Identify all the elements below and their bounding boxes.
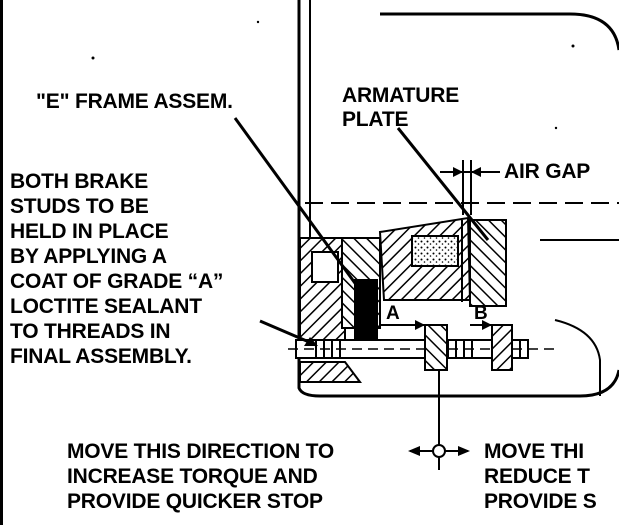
reduce-note-line: REDUCE T — [484, 465, 590, 488]
studs-note-line: LOCTITE SEALANT — [10, 295, 202, 318]
arrow-right — [458, 446, 470, 456]
e-frame-label: "E" FRAME ASSEM. — [36, 90, 233, 113]
reduce-note-line: MOVE THI — [484, 440, 584, 463]
armature-label-line2: PLATE — [342, 108, 409, 131]
increase-note-line: PROVIDE QUICKER STOP — [67, 490, 323, 513]
studs-note-line: COAT OF GRADE “A” — [10, 270, 224, 293]
armature-leader — [396, 127, 490, 241]
housing-outline — [297, 0, 619, 398]
increase-note-line: MOVE THIS DIRECTION TO — [67, 440, 335, 463]
nut-a — [424, 324, 448, 371]
point-a-label: A — [386, 303, 400, 324]
studs-note-line: BOTH BRAKE — [10, 170, 148, 193]
adjust-center — [432, 444, 446, 458]
reduce-note-line: PROVIDE S — [484, 490, 597, 513]
e-frame-lower — [299, 361, 362, 383]
studs-note-line: BY APPLYING A — [10, 245, 167, 268]
studs-note-line: FINAL ASSEMBLY. — [10, 345, 192, 368]
loctite-leader — [259, 319, 317, 347]
arrow-left — [408, 446, 420, 456]
nut-b — [491, 324, 513, 371]
studs-note-line: STUDS TO BE — [10, 195, 149, 218]
armature-plate — [469, 219, 507, 307]
armature-label-line1: ARMATURE — [342, 84, 459, 107]
e-frame-leader — [233, 117, 362, 291]
housing-bottom-curve — [554, 319, 601, 396]
studs-note-line: TO THREADS IN — [10, 320, 171, 343]
air-gap-label: AIR GAP — [504, 160, 591, 183]
e-frame-insert — [354, 279, 378, 339]
housing-top-curve — [380, 12, 619, 51]
point-b-label: B — [474, 303, 488, 324]
increase-note-line: INCREASE TORQUE AND — [67, 465, 318, 488]
frame-flange — [311, 251, 339, 283]
friction-pad — [411, 235, 459, 267]
left-border — [0, 0, 3, 525]
studs-note-line: HELD IN PLACE — [10, 220, 169, 243]
